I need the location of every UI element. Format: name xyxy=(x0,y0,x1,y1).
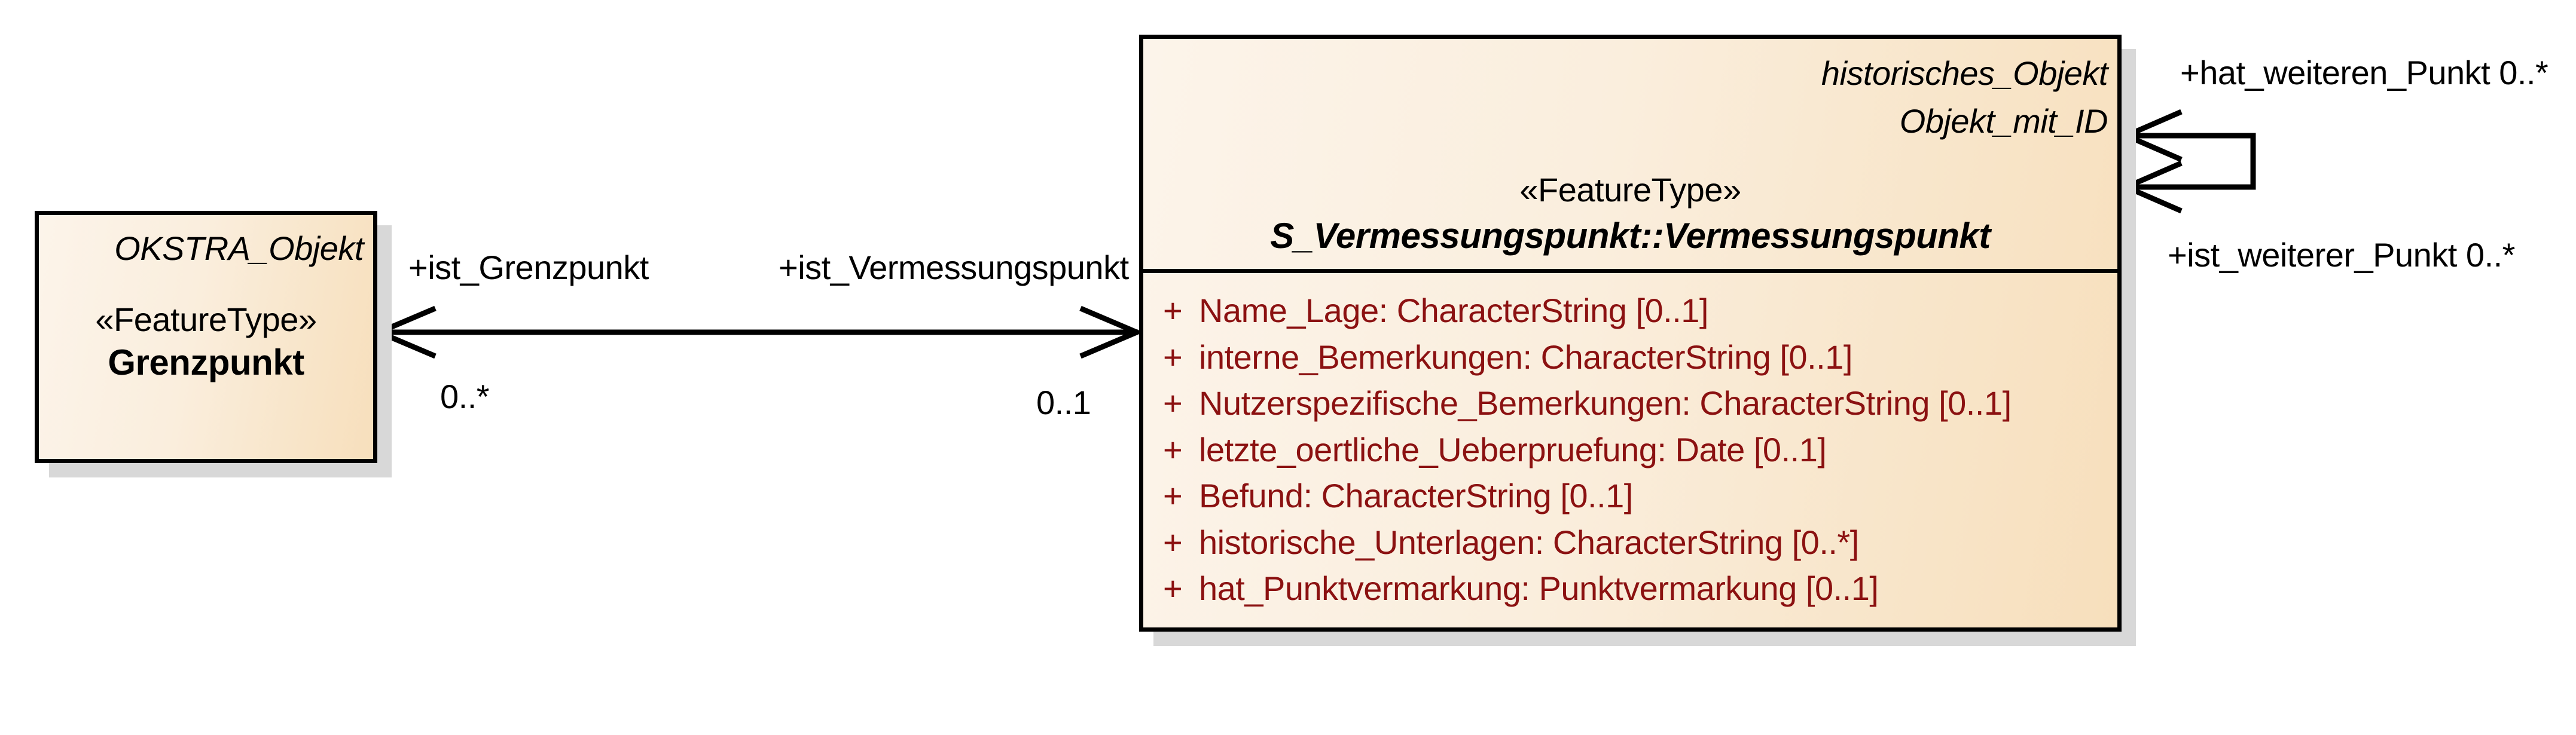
role-label-hat-weiteren-punkt[interactable]: +hat_weiteren_Punkt 0..* xyxy=(2180,54,2548,91)
attribute-row: + letzte_oertliche_Ueberpruefung: Date [… xyxy=(1143,427,2117,473)
self-association-line[interactable] xyxy=(2124,133,2256,190)
attribute-row: + interne_Bemerkungen: CharacterString [… xyxy=(1143,334,2117,381)
visibility-plus: + xyxy=(1163,384,1183,422)
stereotype-label: «FeatureType» xyxy=(1519,171,1741,209)
class-name: Grenzpunkt xyxy=(108,342,304,382)
self-arrowhead-bottom-icon xyxy=(2119,160,2183,214)
attribute-text: Name_Lage: CharacterString [0..1] xyxy=(1199,292,1708,330)
role-label-ist-grenzpunkt[interactable]: +ist_Grenzpunkt xyxy=(408,249,649,286)
parent-class-label: Objekt_mit_ID xyxy=(1899,102,2108,140)
attribute-row: + Name_Lage: CharacterString [0..1] xyxy=(1143,287,2117,334)
class-name: S_Vermessungspunkt::Vermessungspunkt xyxy=(1270,216,1991,256)
parent-class-label: historisches_Objekt xyxy=(1821,54,2108,92)
class-attributes-compartment: + Name_Lage: CharacterString [0..1] + in… xyxy=(1143,273,2117,627)
role-label-ist-weiterer-punkt[interactable]: +ist_weiterer_Punkt 0..* xyxy=(2168,236,2515,274)
attribute-text: hat_Punktvermarkung: Punktvermarkung [0.… xyxy=(1199,569,1879,608)
visibility-plus: + xyxy=(1163,292,1183,330)
attribute-text: interne_Bemerkungen: CharacterString [0.… xyxy=(1199,338,1852,376)
attribute-text: Befund: CharacterString [0..1] xyxy=(1199,477,1633,515)
visibility-plus: + xyxy=(1163,338,1183,376)
stereotype-label: «FeatureType» xyxy=(95,301,317,338)
visibility-plus: + xyxy=(1163,569,1183,608)
role-label-ist-vermessungspunkt[interactable]: +ist_Vermessungspunkt xyxy=(779,249,1129,286)
multiplicity-right[interactable]: 0..1 xyxy=(1036,384,1091,421)
visibility-plus: + xyxy=(1163,477,1183,515)
attribute-text: historische_Unterlagen: CharacterString … xyxy=(1199,523,1859,561)
visibility-plus: + xyxy=(1163,430,1183,468)
class-header-compartment: historisches_Objekt Objekt_mit_ID «Featu… xyxy=(1143,39,2117,273)
open-arrowhead-right-icon xyxy=(1079,305,1144,359)
class-box-vermessungspunkt[interactable]: historisches_Objekt Objekt_mit_ID «Featu… xyxy=(1139,35,2122,632)
multiplicity-left[interactable]: 0..* xyxy=(440,378,490,415)
attribute-text: Nutzerspezifische_Bemerkungen: Character… xyxy=(1199,384,2012,422)
attribute-row: + Befund: CharacterString [0..1] xyxy=(1143,473,2117,519)
attribute-row: + Nutzerspezifische_Bemerkungen: Charact… xyxy=(1143,380,2117,427)
parent-class-label: OKSTRA_Objekt xyxy=(114,229,364,267)
open-arrowhead-left-icon xyxy=(372,305,437,359)
class-box-grenzpunkt[interactable]: OKSTRA_Objekt «FeatureType» Grenzpunkt xyxy=(35,211,377,463)
self-arrowhead-top-icon xyxy=(2119,109,2183,163)
attribute-text: letzte_oertliche_Ueberpruefung: Date [0.… xyxy=(1199,430,1827,468)
attribute-row: + hat_Punktvermarkung: Punktvermarkung [… xyxy=(1143,565,2117,612)
visibility-plus: + xyxy=(1163,523,1183,561)
attribute-row: + historische_Unterlagen: CharacterStrin… xyxy=(1143,519,2117,566)
